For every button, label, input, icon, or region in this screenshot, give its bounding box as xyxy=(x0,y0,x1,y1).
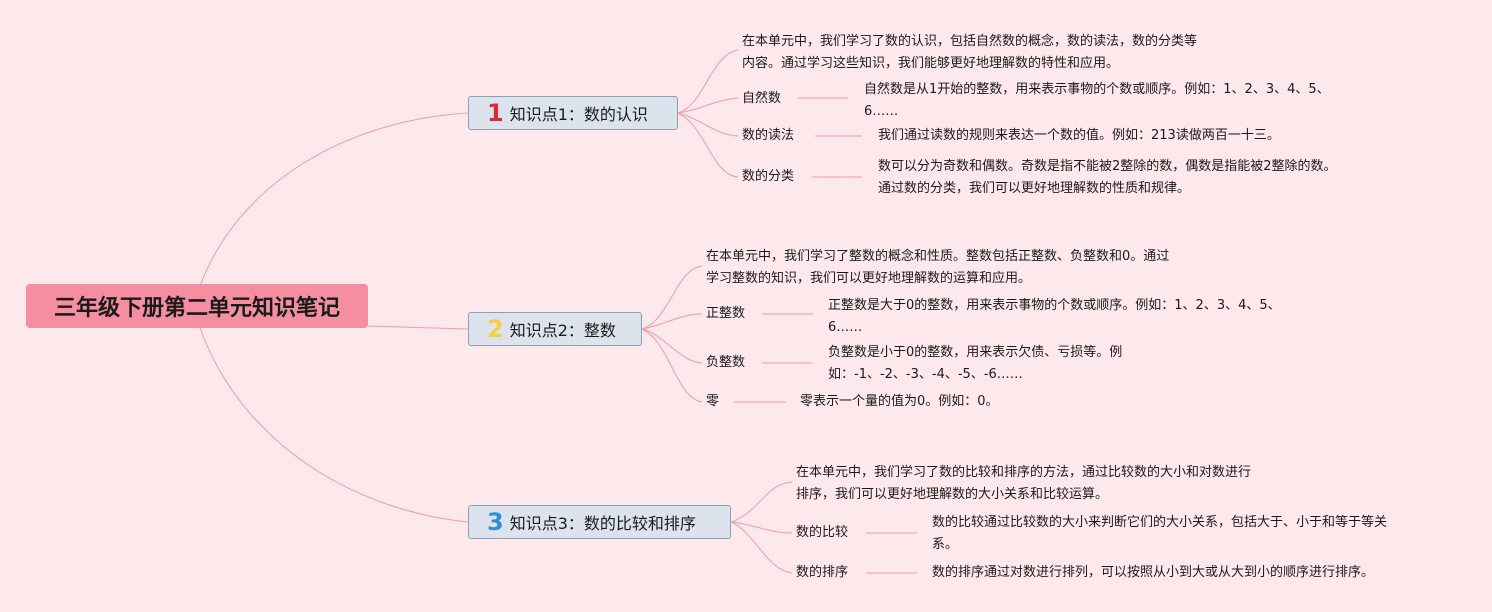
subtopic-number-classification-detail[interactable]: 数可以分为奇数和偶数。奇数是指不能被2整除的数，偶数是指能被2整除的数。 通过数… xyxy=(878,159,1337,196)
subtopic-number-reading-detail[interactable]: 我们通过读数的规则来表达一个数的值。例如：213读做两百一十三。 xyxy=(878,128,1280,143)
topic-1[interactable]: 1 知识点1：数的认识 xyxy=(468,96,678,130)
subtopic-negative-integers[interactable]: 负整数 xyxy=(706,355,746,370)
subtopic-number-reading[interactable]: 数的读法 xyxy=(742,128,795,143)
topic-2-summary[interactable]: 在本单元中，我们学习了整数的概念和性质。整数包括正整数、负整数和0。通过 学习整… xyxy=(706,249,1170,286)
number-2-icon: 2 xyxy=(487,315,504,343)
subtopic-zero-detail[interactable]: 零表示一个量的值为0。例如：0。 xyxy=(800,394,999,409)
topic-3-summary[interactable]: 在本单元中，我们学习了数的比较和排序的方法，通过比较数的大小和对数进行 排序，我… xyxy=(796,465,1252,502)
subtopic-positive-integers-detail[interactable]: 正整数是大于0的整数，用来表示事物的个数或顺序。例如：1、2、3、4、5、 6…… xyxy=(828,298,1281,335)
number-1-icon: 1 xyxy=(487,99,504,127)
topic-1-label: 知识点1：数的认识 xyxy=(509,105,648,124)
topic-3-label: 知识点3：数的比较和排序 xyxy=(509,514,696,533)
topic-2-label: 知识点2：整数 xyxy=(509,321,616,340)
subtopic-negative-integers-detail[interactable]: 负整数是小于0的整数，用来表示欠债、亏损等。例 如：-1、-2、-3、-4、-5… xyxy=(828,345,1123,382)
subtopic-number-comparison[interactable]: 数的比较 xyxy=(796,525,849,540)
root-title: 三年级下册第二单元知识笔记 xyxy=(53,296,340,321)
topic-2[interactable]: 2 知识点2：整数 xyxy=(468,312,642,346)
subtopic-zero[interactable]: 零 xyxy=(706,394,720,409)
topic-1-summary[interactable]: 在本单元中，我们学习了数的认识，包括自然数的概念，数的读法，数的分类等 内容。通… xyxy=(742,34,1198,71)
subtopic-positive-integers[interactable]: 正整数 xyxy=(706,306,746,321)
number-3-icon: 3 xyxy=(487,508,504,536)
subtopic-natural-numbers-detail[interactable]: 自然数是从1开始的整数，用来表示事物的个数或顺序。例如：1、2、3、4、5、 6… xyxy=(864,82,1330,119)
subtopic-number-sorting-detail[interactable]: 数的排序通过对数进行排列，可以按照从小到大或从大到小的顺序进行排序。 xyxy=(932,565,1375,580)
subtopic-number-comparison-detail[interactable]: 数的比较通过比较数的大小来判断它们的大小关系，包括大于、小于和等于等关 系。 xyxy=(932,515,1388,552)
subtopic-number-sorting[interactable]: 数的排序 xyxy=(796,565,849,580)
topic-3[interactable]: 3 知识点3：数的比较和排序 xyxy=(468,505,731,539)
root-topic[interactable]: 三年级下册第二单元知识笔记 xyxy=(26,284,368,328)
subtopic-natural-numbers[interactable]: 自然数 xyxy=(742,91,782,106)
subtopic-number-classification[interactable]: 数的分类 xyxy=(742,169,795,184)
